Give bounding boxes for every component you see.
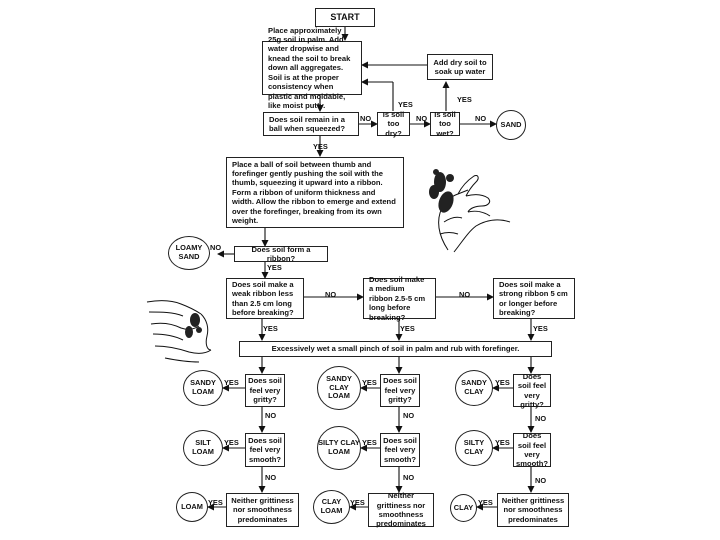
label-yes-strong-ribbon: YES (533, 324, 548, 333)
wet-pinch-step-box: Excessively wet a small pinch of soil in… (239, 341, 552, 357)
label-yes-form-ribbon: YES (267, 263, 282, 272)
label-no-medium-ribbon: NO (459, 290, 471, 299)
question-gritty-col3: Does soil feel very gritty? (513, 372, 551, 409)
label-no-weak-ribbon: NO (325, 290, 337, 299)
label-no-gritty-col1: NO (265, 411, 277, 420)
question-smooth-col3: Does soil feel very smooth? (513, 431, 551, 468)
label-yes-too-wet: YES (457, 95, 472, 104)
label-yes-gritty-col3: YES (495, 378, 510, 387)
question-too-dry: Is soil too dry? (377, 110, 410, 138)
question-neither-col1: Neither grittiness nor smoothness predom… (226, 493, 299, 527)
question-too-wet: Is soil too wet? (430, 110, 460, 138)
label-yes-gritty-col1: YES (224, 378, 239, 387)
label-yes-smooth-col1: YES (224, 438, 239, 447)
question-neither-col3: Neither grittiness nor smoothness predom… (497, 493, 569, 527)
result-clay: CLAY (450, 494, 477, 522)
result-loamy-sand: LOAMY SAND (168, 236, 210, 270)
add-dry-soil-box: Add dry soil to soak up water (427, 54, 493, 80)
label-yes-too-dry: YES (398, 100, 413, 109)
question-form-ribbon: Does soil form a ribbon? (234, 245, 328, 263)
label-no-remain-ball: NO (360, 114, 372, 123)
result-silt-loam: SILT LOAM (183, 430, 223, 466)
result-loam: LOAM (176, 492, 208, 522)
question-weak-ribbon: Does soil make a weak ribbon less than 2… (226, 278, 304, 319)
label-yes-neither-col2: YES (350, 498, 365, 507)
question-neither-col2: Neither grittiness nor smoothness predom… (368, 491, 434, 528)
label-yes-weak-ribbon: YES (263, 324, 278, 333)
hand-ribbon-illustration (429, 169, 511, 253)
label-yes-neither-col1: YES (208, 498, 223, 507)
label-no-smooth-col1: NO (265, 473, 277, 482)
label-yes-neither-col3: YES (478, 498, 493, 507)
label-no-smooth-col3: NO (535, 476, 547, 485)
question-gritty-col1: Does soil feel very gritty? (245, 374, 285, 407)
start-box: START (315, 8, 375, 27)
result-silty-clay-loam: SILTY CLAY LOAM (317, 426, 361, 470)
label-no-too-wet: NO (475, 114, 487, 123)
result-silty-clay: SILTY CLAY (455, 430, 493, 466)
label-yes-smooth-col3: YES (495, 438, 510, 447)
result-sandy-clay-loam: SANDY CLAY LOAM (317, 366, 361, 410)
label-yes-gritty-col2: YES (362, 378, 377, 387)
label-no-gritty-col2: NO (403, 411, 415, 420)
result-sandy-clay: SANDY CLAY (455, 370, 493, 406)
question-remain-ball: Does soil remain in a ball when squeezed… (263, 112, 359, 136)
label-yes-remain-ball: YES (313, 142, 328, 151)
label-yes-smooth-col2: YES (362, 438, 377, 447)
question-strong-ribbon: Does soil make a strong ribbon 5 cm or l… (493, 278, 575, 319)
label-no-too-dry: NO (416, 114, 428, 123)
question-gritty-col2: Does soil feel very gritty? (380, 374, 420, 407)
question-medium-ribbon: Does soil make a medium ribbon 2.5-5 cm … (363, 275, 436, 322)
add-water-knead-step: Place approximately 25g soil in palm. Ad… (262, 26, 362, 110)
question-smooth-col1: Does soil feel very smooth? (245, 433, 285, 467)
label-no-form-ribbon: NO (210, 243, 222, 252)
label-yes-medium-ribbon: YES (400, 324, 415, 333)
question-smooth-col2: Does soil feel very smooth? (380, 433, 420, 467)
result-sandy-loam: SANDY LOAM (183, 370, 223, 406)
result-sand: SAND (496, 110, 526, 140)
label-no-gritty-col3: NO (535, 414, 547, 423)
result-clay-loam: CLAY LOAM (313, 490, 350, 524)
ribbon-step-box: Place a ball of soil between thumb and f… (226, 157, 404, 228)
label-no-smooth-col2: NO (403, 473, 415, 482)
hand-pinch-illustration (146, 300, 212, 363)
